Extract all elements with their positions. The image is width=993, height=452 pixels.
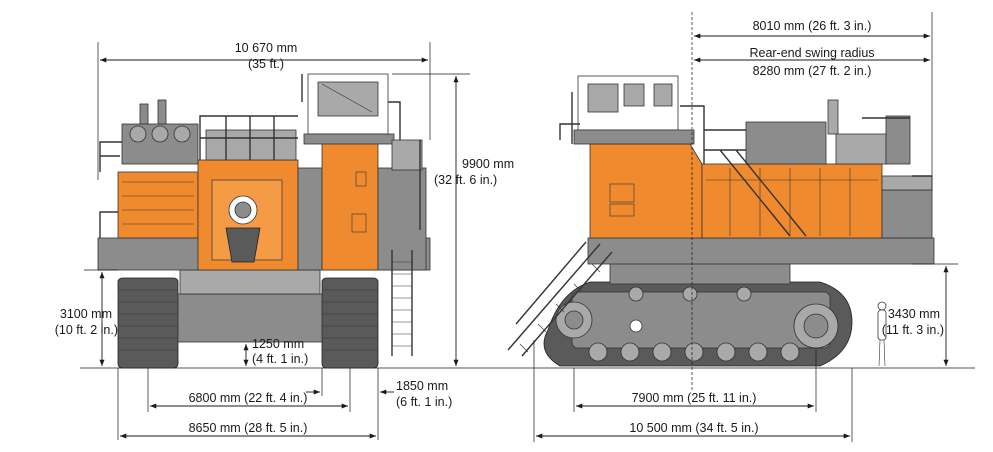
side-access-stairs (507, 149, 807, 357)
front-access-ladder (391, 250, 413, 356)
side-lower-deck (587, 237, 935, 265)
dim-side-8010: 8010 mm (26 ft. 3 in.) (753, 19, 872, 33)
front-right-module (377, 167, 427, 271)
side-handrails (559, 92, 932, 177)
side-view-machine (507, 75, 935, 367)
front-dimensions: 10 670 mm (35 ft.) 9900 mm (32 ft. 6 in.… (55, 41, 514, 440)
side-front-house (589, 143, 703, 239)
front-swing-bearing (179, 269, 321, 295)
dim-front-6800: 6800 mm (22 ft. 4 in.) (189, 391, 308, 405)
dim-side-3430-line2: (11 ft. 3 in.) (882, 323, 944, 337)
side-track-rollers (588, 342, 800, 362)
front-right-track (321, 277, 379, 369)
dim-front-1250-line1: 1250 mm (252, 337, 304, 351)
dim-front-3100-line2: (10 ft. 2 in.) (55, 323, 118, 337)
side-counterweight (881, 189, 933, 239)
dim-front-3100-line1: 3100 mm (60, 307, 112, 321)
dim-front-1850-line2: (6 ft. 1 in.) (396, 395, 452, 409)
front-car-body (177, 293, 323, 343)
dim-front-width-line1: 10 670 mm (235, 41, 298, 55)
dim-side-swing-label: Rear-end swing radius (749, 46, 874, 60)
dim-front-width-line2: (35 ft.) (248, 57, 284, 71)
side-main-house (701, 163, 883, 239)
dim-front-8650: 8650 mm (28 ft. 5 in.) (189, 421, 308, 435)
front-grille (225, 227, 261, 263)
front-cab-tower (321, 139, 379, 271)
dim-side-10500: 10 500 mm (34 ft. 5 in.) (629, 421, 758, 435)
front-left-house (117, 171, 199, 239)
dim-side-3430-line1: 3430 mm (888, 307, 940, 321)
dim-front-height-line1: 9900 mm (462, 157, 514, 171)
dim-side-swing-value: 8280 mm (27 ft. 2 in.) (753, 64, 872, 78)
front-view-machine (80, 73, 975, 369)
dim-front-1850-line1: 1850 mm (396, 379, 448, 393)
human-figure-icon (877, 301, 887, 367)
side-track-frame (571, 291, 831, 349)
dim-side-7900: 7900 mm (25 ft. 11 in.) (632, 391, 757, 405)
side-dimensions: 8010 mm (26 ft. 3 in.) Rear-end swing ra… (533, 12, 958, 442)
front-handrails (99, 74, 421, 238)
front-left-track (117, 277, 179, 369)
dim-front-1250-line2: (4 ft. 1 in.) (252, 352, 308, 366)
dim-front-height-line2: (32 ft. 6 in.) (434, 173, 497, 187)
side-top-equipment (745, 121, 827, 165)
